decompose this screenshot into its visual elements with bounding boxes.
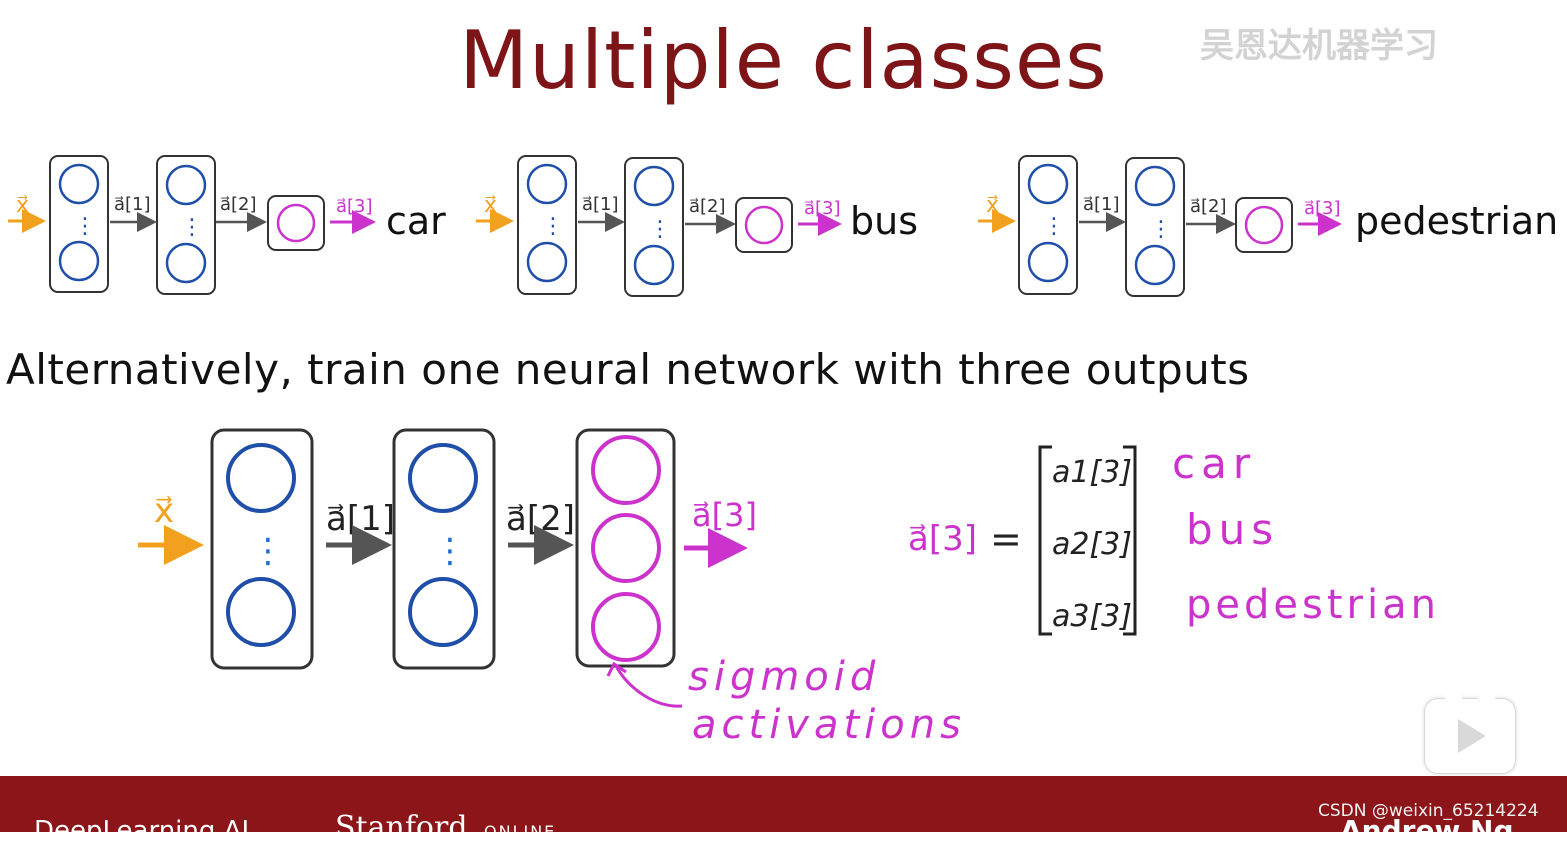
neuron <box>58 240 100 282</box>
class-label-bus: bus <box>850 199 918 243</box>
activations-annotation: activations <box>692 702 966 748</box>
input-label: x⃗ <box>986 193 999 218</box>
a2-label: a⃗[2] <box>506 499 575 539</box>
neuron <box>58 163 100 205</box>
play-button[interactable] <box>1424 684 1516 774</box>
a3-label: a⃗[3] <box>692 496 757 534</box>
class-label-car: car <box>386 199 446 243</box>
footer-brand: DeepLearning.AI <box>34 816 250 846</box>
svg-text:⋮: ⋮ <box>74 213 96 238</box>
a3-label: a⃗[3] <box>336 196 373 217</box>
equals-sign: = <box>990 517 1022 561</box>
svg-text:⋮: ⋮ <box>181 214 203 239</box>
svg-text:⋮: ⋮ <box>251 532 285 570</box>
neuron <box>1134 165 1176 207</box>
hidden-layer-1 <box>1018 155 1078 295</box>
small-network-pedestrian: x⃗ ⋮ a⃗[1] ⋮ a⃗[2] a⃗[3] pedestrian <box>978 155 1558 297</box>
neuron <box>1134 244 1176 286</box>
input-label: x⃗ <box>16 193 29 218</box>
hidden-layer-2 <box>1125 157 1185 297</box>
svg-text:⋮: ⋮ <box>1043 213 1065 238</box>
neuron <box>408 577 478 647</box>
svg-text:⋮: ⋮ <box>542 213 564 238</box>
svg-text:⋮: ⋮ <box>649 216 671 241</box>
vector-lhs: a⃗[3] <box>908 519 977 559</box>
neuron <box>526 163 568 205</box>
a2-label: a⃗[2] <box>689 196 726 217</box>
class-bus: bus <box>1186 505 1279 554</box>
class-label-pedestrian: pedestrian <box>1355 199 1558 243</box>
neuron <box>1027 163 1069 205</box>
output-vector: a⃗[3] = a1[3] a2[3] a3[3] car bus pedest… <box>908 439 1440 636</box>
vector-entry-2: a2[3] <box>1052 527 1132 562</box>
neuron <box>226 577 296 647</box>
class-car: car <box>1172 439 1256 488</box>
small-network-car: x⃗ ⋮ a⃗[1] ⋮ a⃗[2] a⃗[3] car <box>8 155 446 295</box>
slide-subtitle: Alternatively, train one neural network … <box>6 345 1250 394</box>
vector-entry-1: a1[3] <box>1052 455 1132 490</box>
a1-label: a⃗[1] <box>326 499 395 539</box>
csdn-watermark: CSDN @weixin_65214224 <box>1318 801 1539 821</box>
a3-label: a⃗[3] <box>1304 198 1341 219</box>
big-network: x⃗ ⋮ a⃗[1] ⋮ a⃗[2] a⃗[3] sigmoid activat… <box>138 428 966 748</box>
footer-stanford: Stanford <box>335 810 468 845</box>
output-neuron <box>1244 205 1284 245</box>
neuron <box>1027 241 1069 283</box>
course-watermark: 吴恩达机器学习 <box>1200 26 1438 66</box>
a1-label: a⃗[1] <box>1083 194 1120 215</box>
hidden-layer-1 <box>517 155 577 295</box>
output-neuron <box>591 513 661 583</box>
neuron <box>526 241 568 283</box>
right-bracket <box>1123 445 1137 636</box>
output-neuron <box>744 205 784 245</box>
hidden-layer-2 <box>392 428 496 670</box>
neuron <box>226 443 296 513</box>
output-layer <box>735 197 793 253</box>
a1-label: a⃗[1] <box>114 194 151 215</box>
play-triangle-icon <box>1458 719 1486 753</box>
svg-text:⋮: ⋮ <box>433 532 467 570</box>
output-layer <box>267 195 325 251</box>
output-layer <box>575 428 676 668</box>
output-neuron <box>276 203 316 243</box>
hidden-layer-2 <box>156 155 216 295</box>
output-layer <box>1235 197 1293 253</box>
network-diagrams: x⃗ ⋮ a⃗[1] ⋮ a⃗[2] a⃗[3] car x⃗ ⋮ a⃗[1] … <box>8 155 1558 748</box>
neuron <box>165 164 207 206</box>
a2-label: a⃗[2] <box>220 194 257 215</box>
hidden-layer-2 <box>624 157 684 297</box>
output-neuron <box>591 592 661 662</box>
vector-entry-3: a3[3] <box>1052 599 1132 634</box>
a1-label: a⃗[1] <box>582 194 619 215</box>
svg-text:⋮: ⋮ <box>1150 216 1172 241</box>
small-network-bus: x⃗ ⋮ a⃗[1] ⋮ a⃗[2] a⃗[3] bus <box>476 155 918 297</box>
neuron <box>633 165 675 207</box>
class-pedestrian: pedestrian <box>1186 582 1440 628</box>
a3-label: a⃗[3] <box>804 198 841 219</box>
left-bracket <box>1038 445 1052 636</box>
input-label: x⃗ <box>484 193 497 218</box>
a2-label: a⃗[2] <box>1190 196 1227 217</box>
neuron <box>408 443 478 513</box>
input-label: x⃗ <box>154 491 174 531</box>
hidden-layer-1 <box>49 155 109 293</box>
sigmoid-annotation: sigmoid <box>688 654 880 700</box>
neuron <box>633 244 675 286</box>
slide-title: Multiple classes <box>459 14 1108 107</box>
output-neuron <box>591 435 661 505</box>
neuron <box>165 242 207 284</box>
hidden-layer-1 <box>210 428 314 670</box>
